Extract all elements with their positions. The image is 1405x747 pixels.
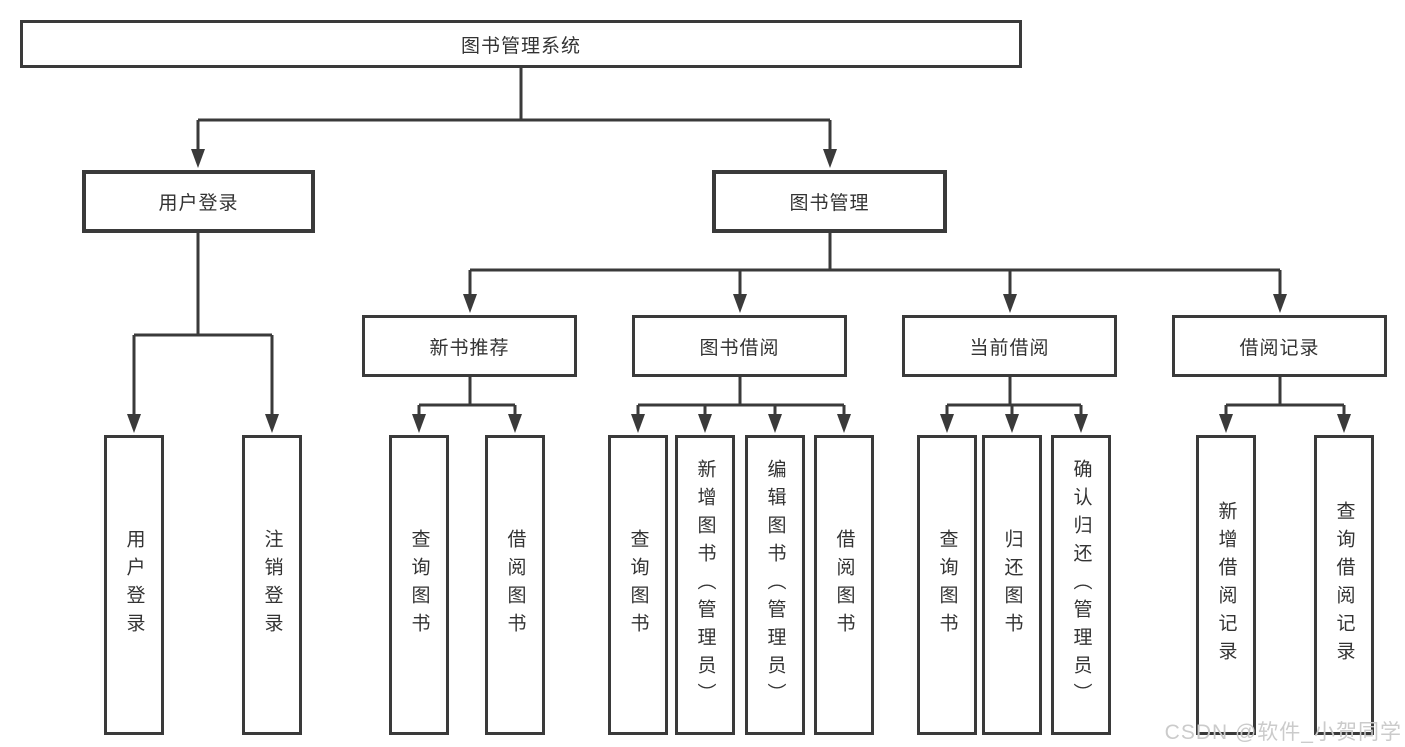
leaf-borrow-books: 借阅图书 xyxy=(814,435,874,735)
leaf-label: 新增借阅记录 xyxy=(1215,501,1237,669)
leaf-add-borrow-record: 新增借阅记录 xyxy=(1196,435,1256,735)
leaf-label: 查询借阅记录 xyxy=(1333,501,1355,669)
node-borrow-records: 借阅记录 xyxy=(1172,315,1387,377)
leaf-user-login: 用户登录 xyxy=(104,435,164,735)
leaf-confirm-return-admin: 确认归还（管理员） xyxy=(1051,435,1111,735)
node-library-management-system: 图书管理系统 xyxy=(20,20,1022,68)
leaf-label: 用户登录 xyxy=(123,529,145,641)
leaf-label: 查询图书 xyxy=(408,529,430,641)
leaf-query-books-borrow: 查询图书 xyxy=(608,435,668,735)
leaf-query-books-recommend: 查询图书 xyxy=(389,435,449,735)
leaf-label: 查询图书 xyxy=(627,529,649,641)
leaf-logout: 注销登录 xyxy=(242,435,302,735)
leaf-label: 借阅图书 xyxy=(504,529,526,641)
leaf-edit-books-admin: 编辑图书（管理员） xyxy=(745,435,805,735)
leaf-query-borrow-record: 查询借阅记录 xyxy=(1314,435,1374,735)
leaf-label: 确认归还（管理员） xyxy=(1070,459,1092,711)
node-book-management-group: 图书管理 xyxy=(712,170,947,233)
leaf-label: 编辑图书（管理员） xyxy=(764,459,786,711)
leaf-return-books: 归还图书 xyxy=(982,435,1042,735)
leaf-label: 注销登录 xyxy=(261,529,283,641)
leaf-label: 归还图书 xyxy=(1001,529,1023,641)
node-current-borrow: 当前借阅 xyxy=(902,315,1117,377)
csdn-watermark: CSDN @软件_小贺同学 xyxy=(1164,721,1402,744)
leaf-add-books-admin: 新增图书（管理员） xyxy=(675,435,735,735)
leaf-label: 新增图书（管理员） xyxy=(694,459,716,711)
node-book-borrow: 图书借阅 xyxy=(632,315,847,377)
node-new-book-recommend: 新书推荐 xyxy=(362,315,577,377)
leaf-label: 查询图书 xyxy=(936,529,958,641)
leaf-label: 借阅图书 xyxy=(833,529,855,641)
leaf-query-books-current: 查询图书 xyxy=(917,435,977,735)
node-user-login-group: 用户登录 xyxy=(82,170,315,233)
leaf-borrow-books-recommend: 借阅图书 xyxy=(485,435,545,735)
